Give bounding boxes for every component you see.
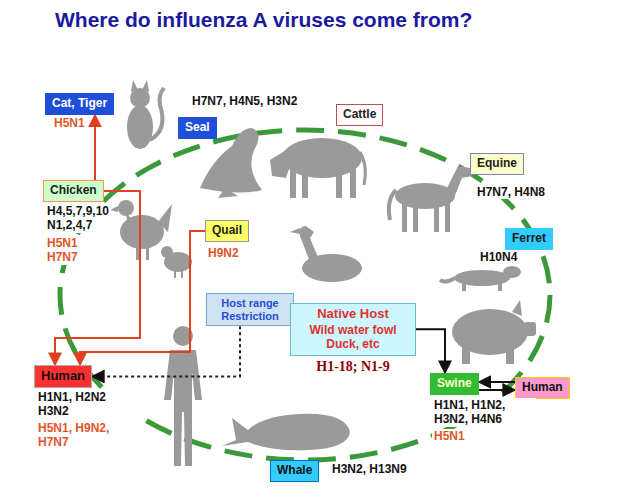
subtype-label: H9N2 [206, 246, 241, 260]
host-label-box: Cattle [336, 104, 383, 126]
host-label-box: Human [515, 377, 570, 399]
horse-silhouette [389, 166, 472, 232]
horse-silhouette [445, 202, 450, 232]
arrow-connector [94, 115, 96, 180]
host-label-box: Human [34, 365, 92, 388]
chicken-silhouette [120, 215, 164, 249]
node-text: Human [522, 381, 563, 395]
node-text: Human [41, 369, 85, 384]
cattle-silhouette [270, 138, 365, 198]
arrow-connector [416, 329, 445, 373]
node-text: Ferret [512, 232, 546, 246]
cattle-silhouette [360, 152, 365, 185]
subtype-label: H5N1, H9N2, H7N7 [36, 421, 136, 450]
node-text: Native Host [297, 307, 409, 322]
swine-silhouette [462, 348, 470, 364]
cattle-silhouette [336, 170, 342, 198]
human-silhouette [164, 326, 202, 466]
swine-silhouette [452, 300, 536, 364]
horse-silhouette [446, 166, 472, 198]
duck-silhouette [290, 226, 362, 282]
node-text: Seal [185, 121, 210, 135]
arrow-connector [479, 389, 515, 391]
ferret-silhouette [462, 282, 466, 291]
subtype-label: H3N2, H13N9 [330, 462, 409, 476]
arrow-connector [479, 381, 515, 383]
host-label-box: Seal [178, 117, 217, 139]
arrow-connector [80, 231, 205, 365]
subtype-label: H5N1 [52, 116, 87, 130]
node-text: Whale [277, 464, 312, 478]
duck-silhouette [290, 228, 300, 234]
node-text: Cattle [343, 108, 376, 122]
host-label-box: Swine [430, 373, 479, 395]
subtype-label: H7N7, H4N8 [475, 185, 547, 199]
title-text: Where do influenza A viruses come from? [55, 8, 472, 32]
node-text: Swine [437, 377, 472, 391]
whale-silhouette [222, 414, 350, 451]
horse-silhouette [389, 190, 396, 220]
chicken-silhouette [126, 214, 134, 226]
node-text: Cat, Tiger [52, 97, 107, 111]
subtype-label: H7N7, H4N5, H3N2 [190, 94, 299, 108]
node-text: Quail [212, 224, 242, 238]
arrow-connector [92, 326, 240, 376]
cat-silhouette [127, 80, 164, 149]
subtype-label: H5N1 H7N7 [45, 236, 80, 265]
host-label-box: Chicken [43, 180, 104, 202]
cat-silhouette [142, 80, 149, 92]
chicken-silhouette [136, 246, 139, 260]
swine-silhouette [524, 322, 536, 336]
node-text: Chicken [50, 184, 97, 198]
subtype-label: H4,5,7,9,10 N1,2,4,7 [45, 204, 111, 233]
horse-silhouette [434, 204, 439, 232]
cattle-silhouette [270, 150, 292, 178]
horse-silhouette [402, 202, 407, 232]
ferret-silhouette [440, 266, 521, 291]
native-host-box: Native HostWild water fowl Duck, etcH1-1… [290, 303, 416, 356]
node-text: Host range Restriction [213, 297, 287, 322]
host-label-box: Equine [470, 153, 524, 175]
subtype-range: H1-18; N1-9 [291, 359, 415, 375]
cat-silhouette [127, 105, 153, 149]
host-label-box: Cat, Tiger [45, 93, 114, 115]
chicken-silhouette [146, 246, 149, 260]
subtype-label: H5N1 [432, 429, 467, 443]
quail-silhouette [174, 270, 176, 278]
subtype-label: H1N1, H2N2 H3N2 [36, 390, 136, 419]
whale-silhouette [222, 414, 350, 451]
chicken-silhouette [118, 200, 134, 216]
cattle-silhouette [290, 168, 296, 198]
swine-silhouette [512, 300, 522, 316]
host-label-box: Ferret [505, 228, 553, 250]
seal-silhouette [218, 188, 238, 198]
note-box: Host range Restriction [206, 293, 294, 326]
subtype-label: H1N1, H1N2, H3N2, H4N6 [432, 398, 536, 427]
host-label-box: Quail [205, 220, 249, 242]
subtype-label: H10N4 [478, 250, 519, 264]
ferret-silhouette [503, 266, 521, 278]
quail-silhouette [181, 270, 183, 278]
chicken-silhouette [110, 206, 118, 212]
quail-silhouette [161, 246, 192, 278]
horse-silhouette [413, 204, 418, 232]
chicken-silhouette [158, 204, 172, 232]
host-label-box: Whale [270, 460, 319, 482]
duck-silhouette [300, 226, 320, 262]
swine-silhouette [506, 348, 514, 364]
quail-silhouette [161, 246, 173, 258]
cat-silhouette [131, 80, 138, 92]
ferret-silhouette [498, 282, 502, 291]
ferret-silhouette [440, 278, 455, 282]
node-text: Wild water fowl Duck, etc [297, 324, 409, 352]
cattle-silhouette [350, 168, 356, 198]
cattle-silhouette [302, 170, 308, 198]
cat-silhouette [150, 88, 164, 140]
node-text: Equine [477, 157, 517, 171]
human-silhouette [164, 350, 202, 466]
